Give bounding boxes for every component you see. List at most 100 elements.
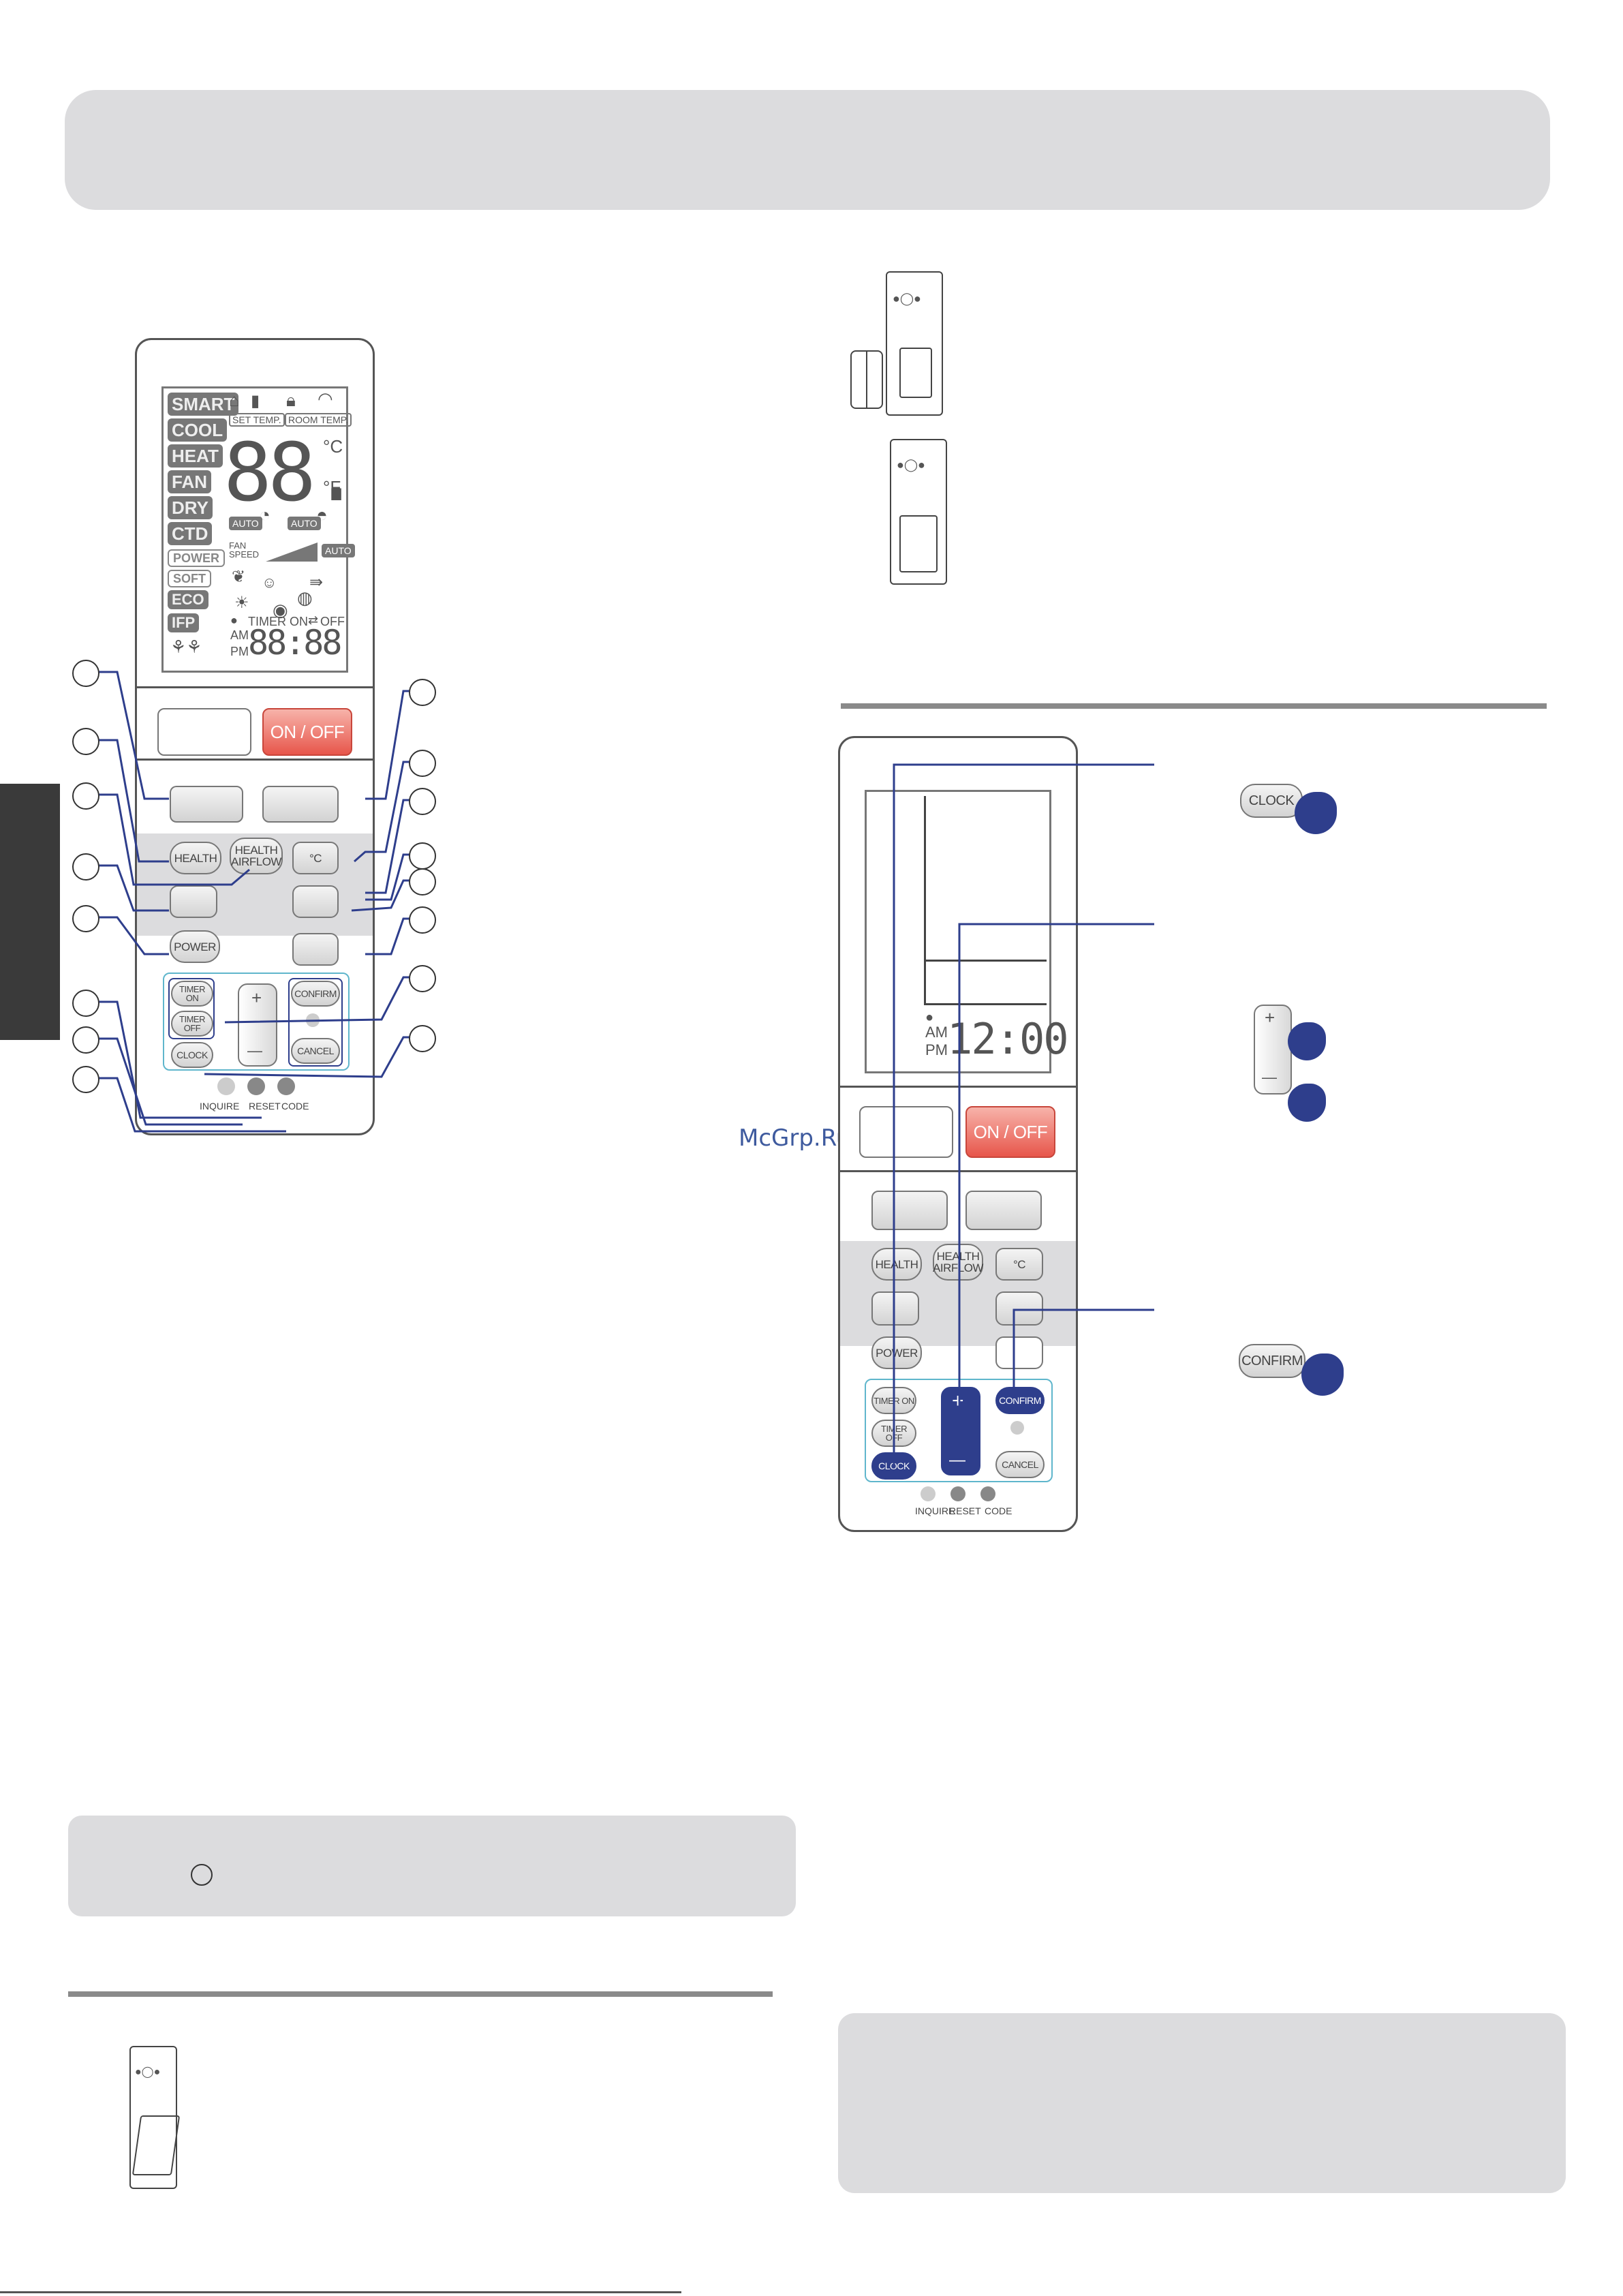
inquire-dot[interactable] [217, 1077, 235, 1095]
clock-remote-mode[interactable] [871, 1191, 948, 1230]
mode-heat: HEAT [168, 444, 223, 468]
temp-digits: 88. [223, 425, 360, 519]
side-tab [0, 784, 60, 1040]
on-off-button[interactable]: ON / OFF [262, 708, 352, 756]
right-blank-button[interactable] [292, 885, 339, 918]
fan-button[interactable] [262, 786, 339, 823]
reset-dot[interactable] [247, 1077, 265, 1095]
celsius-button[interactable]: °C [292, 842, 339, 874]
lcd-divider-h2 [924, 1003, 1047, 1005]
clock-remote-health[interactable]: HEALTH [871, 1248, 922, 1281]
battery-remote-3: ●◯● [129, 2046, 181, 2189]
clock-remote-reset-dot[interactable] [950, 1486, 965, 1501]
cancel-button[interactable]: CANCEL [291, 1038, 340, 1064]
leaf-icon: ❦ [232, 568, 246, 586]
mode-cool: COOL [168, 418, 228, 442]
callout-7 [72, 1026, 99, 1054]
heater-icon: ◍ [297, 587, 313, 608]
timer-on-label: TIMER ON [248, 615, 308, 628]
home-icon: ⌂ [229, 390, 240, 410]
health-button[interactable]: HEALTH [170, 842, 221, 874]
clock-remote-blank-top[interactable] [859, 1106, 953, 1158]
blank-button-top-left[interactable] [157, 708, 251, 756]
clock-remote-rocker[interactable] [941, 1387, 980, 1475]
note-circle-icon [191, 1864, 213, 1886]
clock-remote-celsius[interactable]: °C [995, 1248, 1043, 1281]
rocker-minus: — [247, 1042, 262, 1059]
health-icon: ◉ [273, 600, 288, 620]
watermark: McGrp.Ru [739, 1124, 851, 1152]
power-button[interactable]: POWER [170, 930, 220, 963]
clock-remote-right-blank-2[interactable] [995, 1336, 1043, 1369]
remote-clock: ● AM PM 12:00 ON / OFF HEALTH HEALTH AIR… [838, 736, 1078, 1532]
mode-power: POWER [168, 549, 226, 567]
battery-remote-1: ●◯● [886, 271, 943, 416]
timer-arrow: ⇄ [308, 613, 319, 627]
timer-off-button[interactable]: TIMER OFF [171, 1011, 213, 1037]
remote-main: SMART COOL HEAT FAN DRY CTD POWER SOFT E… [135, 338, 375, 1135]
section-rule-right [841, 703, 1547, 709]
mode-ifp: IFP [168, 613, 200, 632]
battery-remote-2: ●◯● [890, 439, 947, 585]
battery-remote-2-icons: ●◯● [897, 458, 925, 472]
timer-on-button[interactable]: TIMER ON [171, 981, 213, 1007]
health-airflow-button[interactable]: HEALTH AIRFLOW [230, 838, 283, 874]
clock-remote-reset-label: RESET [949, 1505, 981, 1516]
battery-remote-1-icons: ●◯● [893, 292, 921, 305]
clock-lcd-icon: ● [925, 1010, 934, 1025]
callout-15 [409, 965, 436, 992]
fan-speed-label: FAN SPEED [229, 540, 260, 560]
clock-remote-minus: — [949, 1451, 965, 1469]
clock-remote-inquire-dot[interactable] [921, 1486, 936, 1501]
clock-remote-on-off[interactable]: ON / OFF [965, 1106, 1055, 1158]
callout-12 [409, 842, 436, 870]
callout-6 [72, 990, 99, 1017]
right-blank-button-2[interactable] [292, 933, 339, 966]
light-icon: ⇛ [309, 573, 324, 592]
clock-remote-left-blank[interactable] [871, 1291, 919, 1326]
hand-pointer-icon-4 [1301, 1353, 1344, 1396]
remote-main-divider-2 [137, 759, 373, 761]
lock-icon: 🔒︎ [286, 390, 296, 410]
callout-13 [409, 868, 436, 896]
callout-8 [72, 1066, 99, 1093]
battery-cover [899, 515, 938, 572]
callout-4 [72, 853, 99, 881]
confirm-button[interactable]: CONFIRM [291, 981, 340, 1007]
callout-5 [72, 905, 99, 932]
footer-line [0, 2291, 681, 2293]
left-blank-button[interactable] [170, 885, 217, 918]
callout-11 [409, 788, 436, 815]
clock-pm: PM [925, 1041, 948, 1058]
hand-pointer-icon-3 [1288, 1084, 1326, 1122]
clock-remote-indicator [1010, 1421, 1024, 1435]
battery-remote-3-icons: ●◯● [135, 2066, 161, 2078]
clock-remote-fan[interactable] [965, 1191, 1042, 1230]
timer-frame [163, 973, 350, 1071]
clock-time: 12:00 [947, 1014, 1069, 1064]
mode-smart: SMART [168, 393, 239, 416]
wave-icon: ⚘⚘ [170, 637, 202, 657]
clock-button[interactable]: CLOCK [171, 1042, 213, 1068]
health-airflow-line1: HEALTH [234, 844, 278, 857]
clock-remote-code-dot[interactable] [980, 1486, 995, 1501]
clock-remote-confirm[interactable]: CONFIRM [995, 1387, 1045, 1414]
clock-remote-health-airflow-1: HEALTH [936, 1250, 980, 1263]
temp-rocker[interactable] [238, 983, 277, 1067]
clock-digits: 88:88 [248, 623, 343, 662]
mode-eco: ECO [168, 590, 208, 609]
lcd-divider-v [924, 796, 926, 1003]
clock-remote-right-blank[interactable] [995, 1291, 1043, 1326]
code-dot[interactable] [277, 1077, 295, 1095]
reset-label: RESET [249, 1101, 281, 1112]
mode-button[interactable] [170, 786, 243, 823]
auto-badge-3: AUTO [322, 544, 355, 557]
code-label: CODE [281, 1101, 309, 1112]
callout-2 [72, 728, 99, 755]
swing-icon-2: ◓ [316, 504, 328, 525]
hand-pointer-icon-1 [1295, 792, 1337, 834]
clock-remote-cancel[interactable]: CANCEL [995, 1451, 1045, 1478]
swing-icon: ◔ [259, 504, 270, 525]
clock-remote-health-airflow[interactable]: HEALTH AIRFLOW [933, 1244, 983, 1281]
clock-remote-power[interactable]: POWER [871, 1336, 922, 1369]
